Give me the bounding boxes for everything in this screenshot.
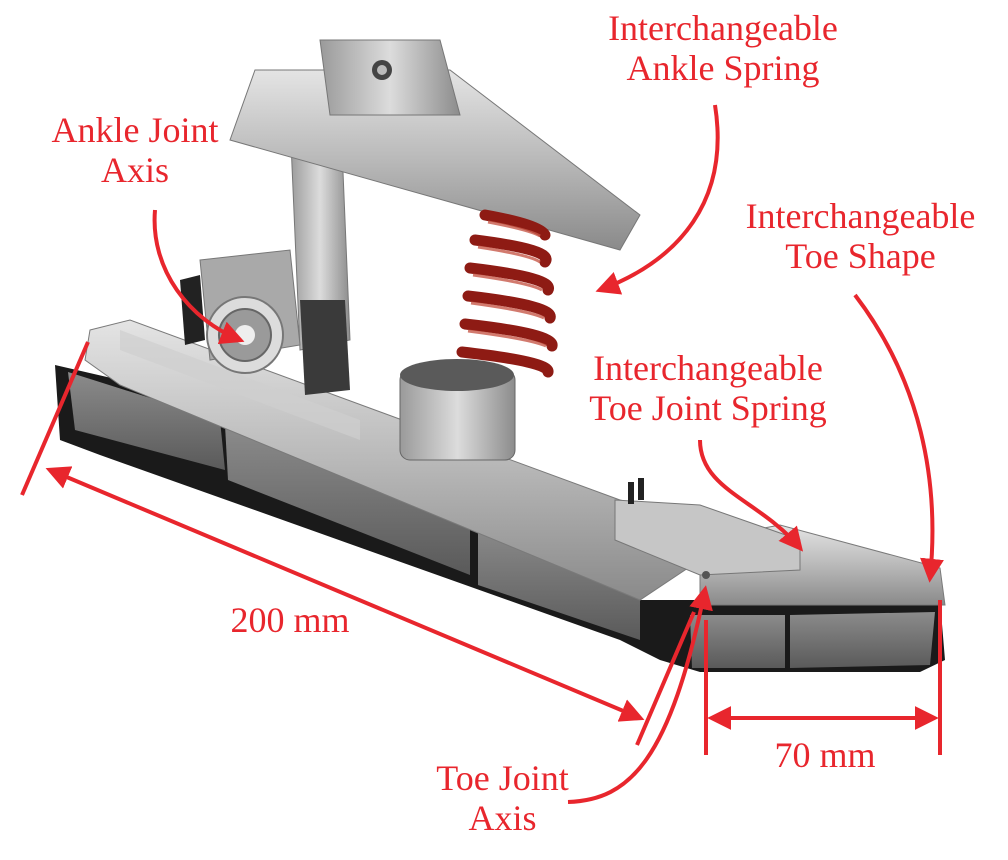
label-ankle-joint-axis: Ankle Joint Axis: [30, 110, 240, 190]
top-plate: [229, 39, 641, 251]
label-toe-axis-line2: Axis: [468, 798, 537, 838]
label-toe-shape-line1: Interchangeable: [745, 196, 976, 236]
label-toe-joint-spring: Interchangeable Toe Joint Spring: [572, 348, 844, 428]
ankle-assembly: [180, 99, 351, 395]
label-toe-spring-line2: Toe Joint Spring: [589, 388, 827, 428]
dimension-toe-length-value: 70 mm: [774, 735, 876, 775]
label-ankle-axis-line2: Axis: [100, 150, 169, 190]
label-ankle-axis-line1: Ankle Joint: [51, 110, 219, 150]
label-ankle-spring-line1: Interchangeable: [608, 8, 838, 48]
ankle-spring: [399, 209, 558, 461]
annotation-arrows: [20, 104, 944, 804]
label-toe-shape: Interchangeable Toe Shape: [728, 196, 993, 276]
label-toe-spring-line1: Interchangeable: [593, 348, 823, 388]
label-toe-axis-line1: Toe Joint: [436, 758, 569, 798]
dimension-foot-length: 200 mm: [215, 600, 365, 640]
toe-segment: [614, 478, 946, 606]
label-toe-shape-line2: Toe Shape: [785, 236, 936, 276]
label-ankle-spring: Interchangeable Ankle Spring: [598, 8, 848, 88]
dimension-foot-length-value: 200 mm: [230, 600, 350, 640]
dimension-toe-length: 70 mm: [760, 735, 890, 775]
label-ankle-spring-line2: Ankle Spring: [626, 48, 820, 88]
label-toe-joint-axis: Toe Joint Axis: [420, 758, 585, 838]
